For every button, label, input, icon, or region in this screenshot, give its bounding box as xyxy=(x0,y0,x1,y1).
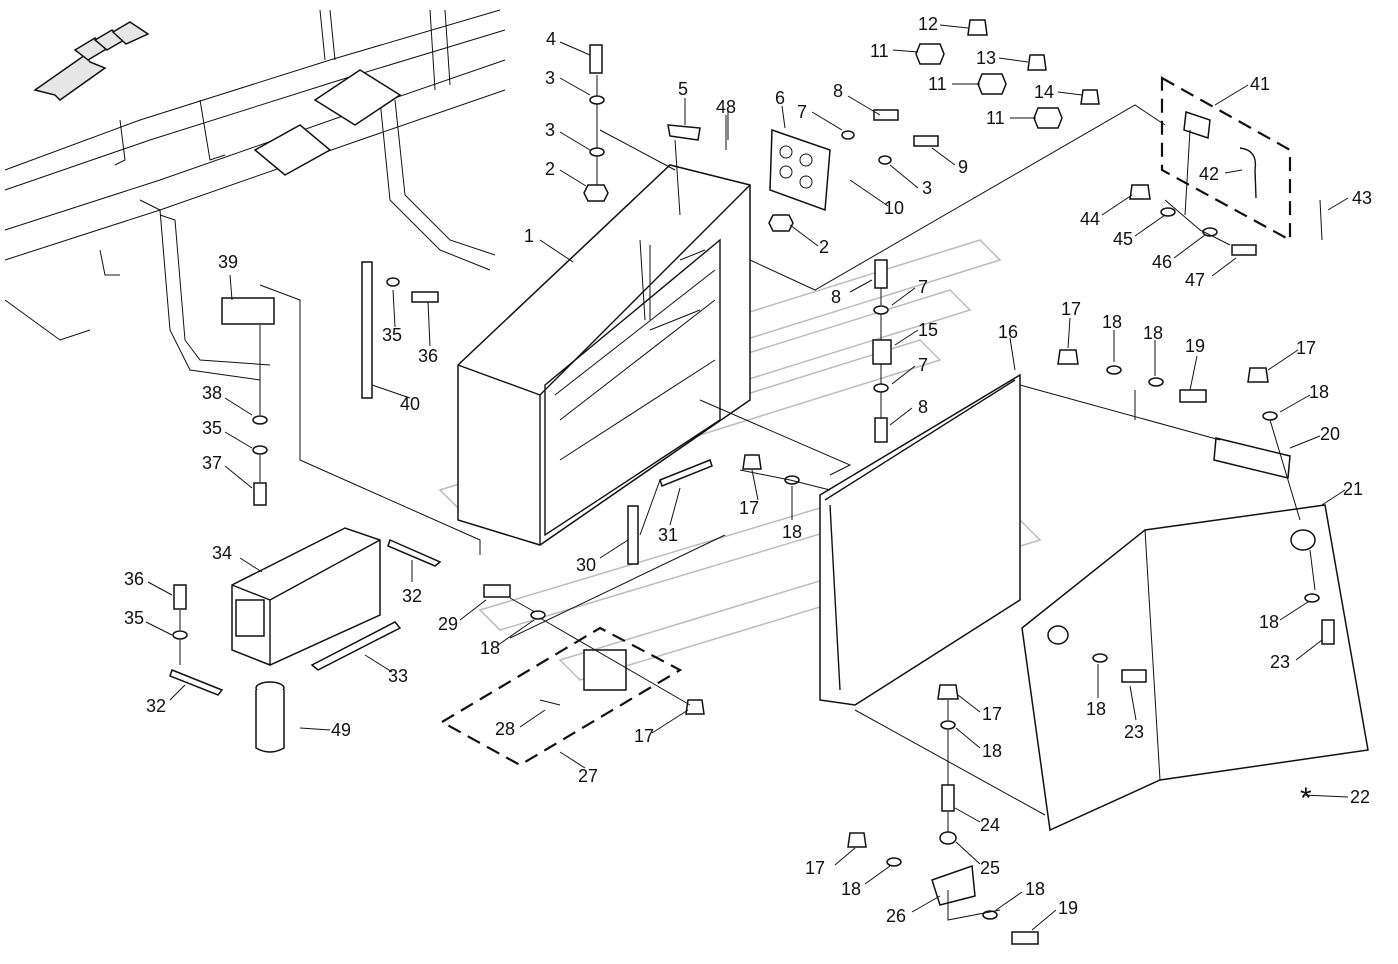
callout-15: 15 xyxy=(918,320,938,340)
callout-2b: 2 xyxy=(819,237,829,257)
callout-21: 21 xyxy=(1343,479,1363,499)
callout-5: 5 xyxy=(678,79,688,99)
callout-2: 2 xyxy=(545,159,555,179)
callout-19b: 19 xyxy=(1058,898,1078,918)
callout-7c: 7 xyxy=(918,355,928,375)
callout-36: 36 xyxy=(418,346,438,366)
callout-4: 4 xyxy=(546,29,556,49)
callout-11: 11 xyxy=(870,41,889,61)
callout-18h: 18 xyxy=(982,741,1002,761)
callout-17e: 17 xyxy=(982,704,1002,724)
callout-18c: 18 xyxy=(1309,382,1329,402)
callout-40: 40 xyxy=(400,394,420,414)
callout-47: 47 xyxy=(1185,270,1205,290)
callout-18i: 18 xyxy=(841,879,861,899)
callout-18j: 18 xyxy=(1025,879,1045,899)
callout-18e: 18 xyxy=(480,638,500,658)
callout-17f: 17 xyxy=(805,858,825,878)
callout-32b: 32 xyxy=(146,696,166,716)
callout-45: 45 xyxy=(1113,229,1133,249)
callout-17c: 17 xyxy=(739,498,759,518)
callout-14: 14 xyxy=(1034,82,1054,102)
callout-11b: 11 xyxy=(928,74,947,94)
leader-lines xyxy=(145,24,1349,931)
callout-26: 26 xyxy=(886,906,906,926)
callout-8: 8 xyxy=(833,81,843,101)
callout-35b: 35 xyxy=(202,418,222,438)
callout-16: 16 xyxy=(998,322,1018,342)
direction-arrow-icon xyxy=(33,21,150,101)
lid-panel xyxy=(1021,504,1369,832)
callout-46: 46 xyxy=(1152,252,1172,272)
callout-35c: 35 xyxy=(124,608,144,628)
callout-32: 32 xyxy=(402,586,422,606)
battery xyxy=(231,527,381,666)
callout-31: 31 xyxy=(658,525,678,545)
callout-17b: 17 xyxy=(1296,338,1316,358)
callout-7b: 7 xyxy=(918,277,928,297)
container-can xyxy=(255,681,285,753)
connector-lines xyxy=(179,75,1316,921)
callout-39: 39 xyxy=(218,252,238,272)
callout-3b: 3 xyxy=(545,120,555,140)
reflector xyxy=(769,128,831,212)
callout-17d: 17 xyxy=(634,726,654,746)
callout-33: 33 xyxy=(388,666,408,686)
cover-plate xyxy=(819,373,1021,706)
callout-labels: 1 2 3 4 5 6 7 8 9 10 11 12 13 14 16 15 1… xyxy=(124,14,1372,926)
callout-19: 19 xyxy=(1185,336,1205,356)
callout-18: 18 xyxy=(1102,312,1122,332)
callout-12: 12 xyxy=(918,14,938,34)
callout-41: 41 xyxy=(1250,74,1270,94)
chassis-frame xyxy=(4,9,506,381)
callout-30: 30 xyxy=(576,555,596,575)
callout-1: 1 xyxy=(524,226,534,246)
callout-17: 17 xyxy=(1061,299,1081,319)
callout-18d: 18 xyxy=(782,522,802,542)
callout-35: 35 xyxy=(382,325,402,345)
kit-outline-41 xyxy=(1160,76,1292,242)
kit-outline xyxy=(439,626,683,767)
callout-3: 3 xyxy=(545,68,555,88)
callout-28: 28 xyxy=(495,719,515,739)
callout-18f: 18 xyxy=(1259,612,1279,632)
callout-9: 9 xyxy=(958,157,968,177)
callout-29: 29 xyxy=(438,614,458,634)
callout-18g: 18 xyxy=(1086,699,1106,719)
callout-6: 6 xyxy=(775,88,785,108)
callout-42: 42 xyxy=(1199,164,1219,184)
callout-7: 7 xyxy=(797,102,807,122)
callout-25: 25 xyxy=(980,858,1000,878)
callout-10: 10 xyxy=(884,198,904,218)
callout-11c: 11 xyxy=(986,108,1005,128)
callout-23b: 23 xyxy=(1124,722,1144,742)
callout-18b: 18 xyxy=(1143,323,1163,343)
callout-22: 22 xyxy=(1350,787,1370,807)
fasteners xyxy=(169,19,1335,945)
battery-box xyxy=(457,164,751,546)
callout-24: 24 xyxy=(980,815,1000,835)
callout-49: 49 xyxy=(331,720,351,740)
callout-20: 20 xyxy=(1320,424,1340,444)
callout-13: 13 xyxy=(976,48,996,68)
callout-43: 43 xyxy=(1352,188,1372,208)
callout-34: 34 xyxy=(212,543,232,563)
callout-38: 38 xyxy=(202,383,222,403)
callout-48: 48 xyxy=(716,97,736,117)
callout-8b: 8 xyxy=(831,287,841,307)
legend-star: * xyxy=(1300,782,1312,815)
callout-44: 44 xyxy=(1080,209,1100,229)
callout-23: 23 xyxy=(1270,652,1290,672)
callout-36b: 36 xyxy=(124,569,144,589)
callout-37: 37 xyxy=(202,453,222,473)
callout-27: 27 xyxy=(578,766,598,786)
callout-8c: 8 xyxy=(918,397,928,417)
callout-3c: 3 xyxy=(922,178,932,198)
